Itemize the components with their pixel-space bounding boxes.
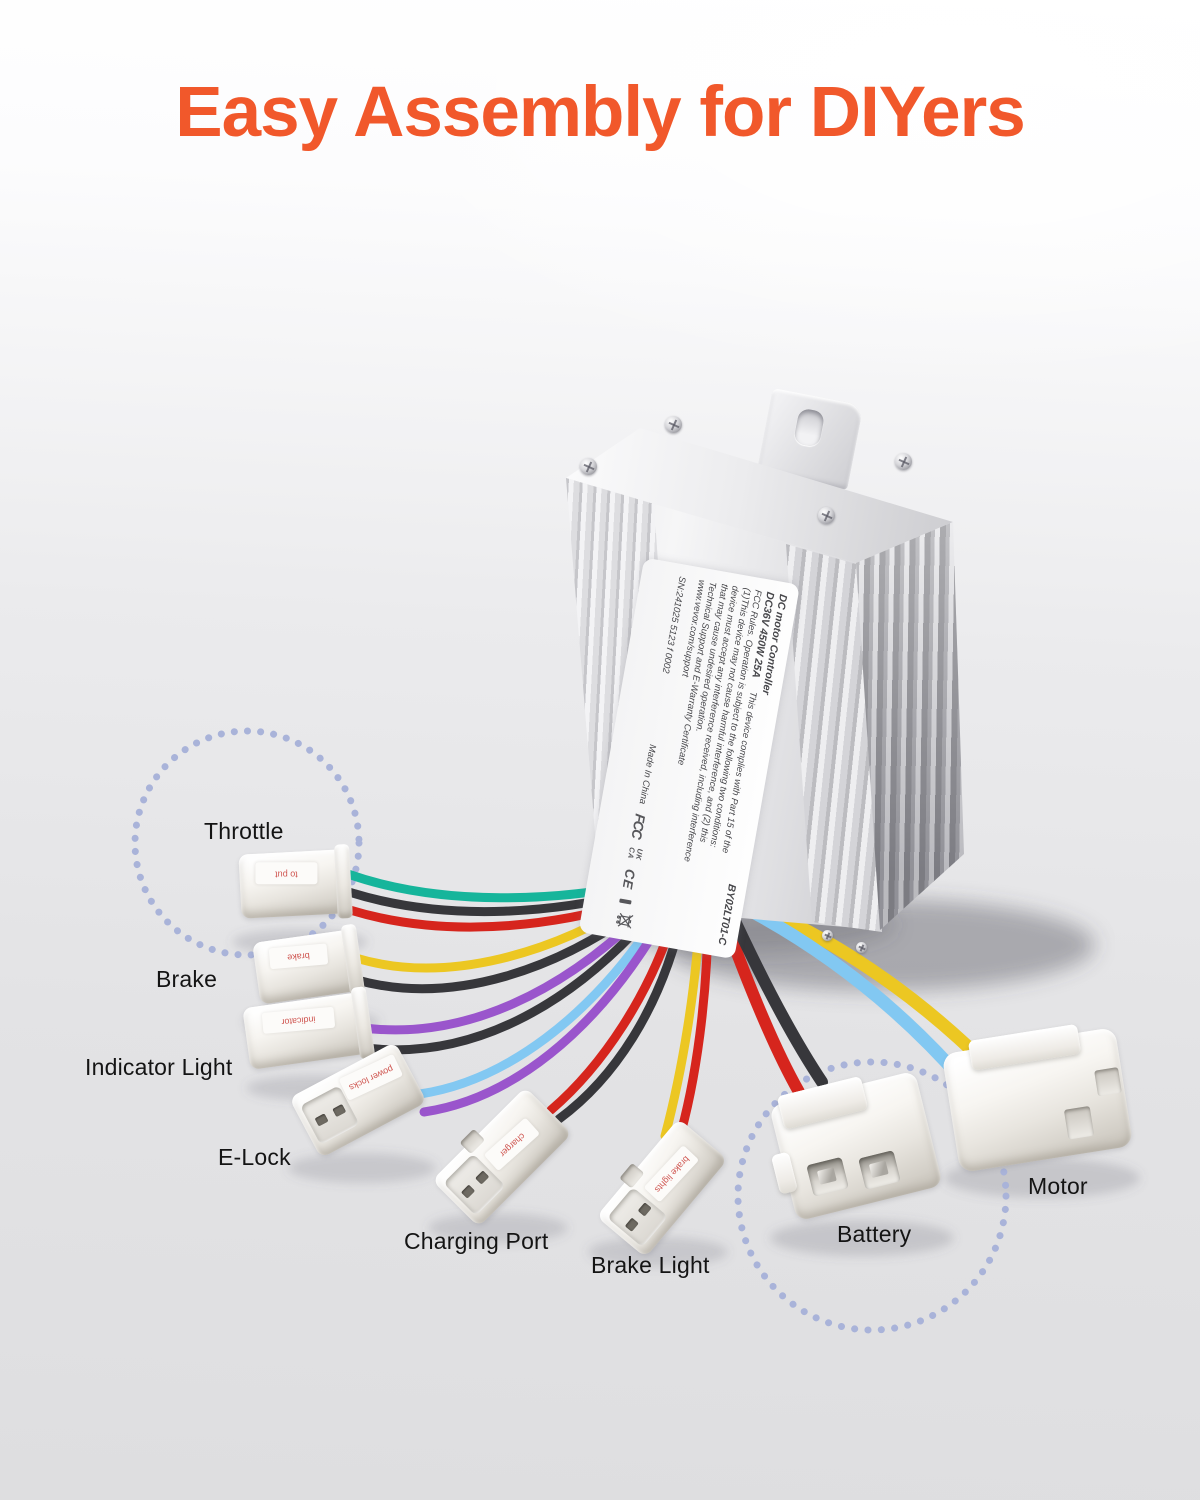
label-e-lock: E-Lock	[218, 1144, 291, 1170]
throttle-connector-sticker: to put	[255, 862, 318, 885]
label-throttle: Throttle	[204, 818, 284, 844]
origin-text: Made In China	[637, 743, 658, 805]
indicator-wire-black	[361, 895, 668, 1055]
label-brake-light: Brake Light	[591, 1252, 710, 1278]
screw-top-front	[818, 507, 835, 524]
elock-wire-blue	[415, 896, 672, 1099]
label-brake: Brake	[156, 966, 218, 992]
motor-pin-recess	[1094, 1067, 1122, 1097]
elock-wire-purple	[419, 899, 676, 1117]
label-indicator-light: Indicator Light	[85, 1054, 233, 1080]
fcc-logo: FCC	[628, 812, 649, 840]
device-spec-label: DC motor Controller BY02LT01-C DC36V 450…	[578, 557, 800, 960]
ukca-logo: UK CA	[625, 846, 645, 862]
ce-logo: CE	[619, 867, 638, 891]
label-battery: Battery	[837, 1221, 912, 1247]
label-charging-port: Charging Port	[404, 1228, 549, 1254]
foot-screw-left	[822, 930, 833, 941]
foot-screw-right	[856, 942, 867, 953]
dotted-circles	[131, 727, 1010, 1334]
bar-mark	[618, 898, 632, 905]
page-title: Easy Assembly for DIYers	[175, 73, 1026, 152]
weee-bin-icon	[615, 912, 633, 929]
motor-pin-recess	[1063, 1105, 1095, 1140]
throttle-connector: to put	[238, 843, 353, 919]
battery-highlight-circle	[734, 1058, 1010, 1334]
label-motor: Motor	[1028, 1173, 1088, 1199]
screw-top-left	[580, 458, 597, 475]
screw-top-right	[895, 453, 912, 470]
battery-wire-black	[722, 900, 828, 1088]
bracket-hole	[792, 407, 826, 448]
screw-top-back	[665, 416, 682, 433]
throttle-highlight-circle	[131, 727, 363, 959]
